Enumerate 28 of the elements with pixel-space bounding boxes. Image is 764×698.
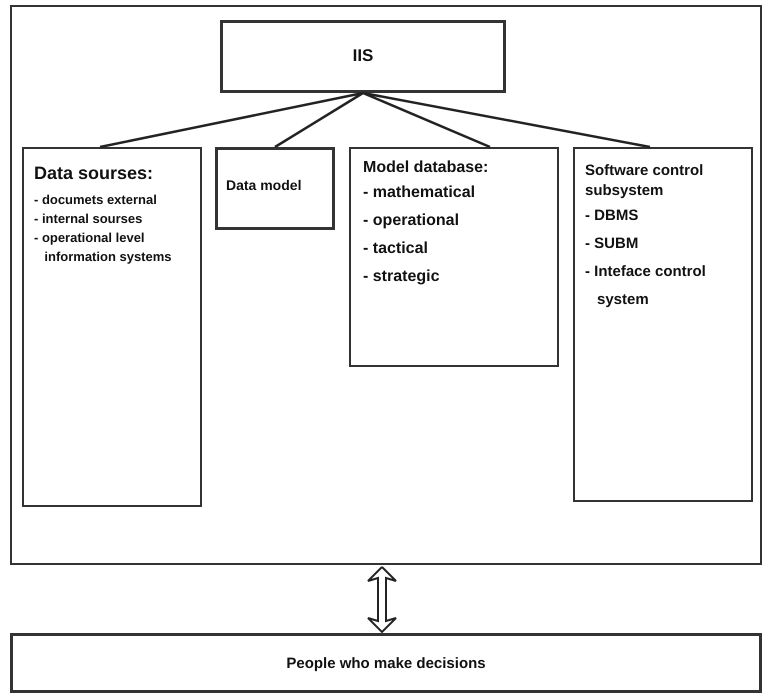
- list-item: - DBMS: [585, 206, 640, 226]
- connector-line: [362, 92, 650, 148]
- list-item: - strategic: [363, 266, 440, 287]
- list-item: - mathematical: [363, 182, 476, 203]
- list-item: - internal sourses: [34, 210, 144, 228]
- double-arrow: [367, 566, 397, 634]
- list-item: - tactical: [363, 238, 429, 259]
- list-item: - documets external: [34, 191, 158, 210]
- heading: People who make decisions: [285, 654, 487, 674]
- component-box: [22, 147, 202, 507]
- heading: Software control subsystem: [585, 161, 704, 202]
- list-item: - SUBM: [585, 234, 640, 254]
- container-box: [10, 5, 762, 565]
- list-item: - operational level information systems: [34, 228, 173, 266]
- component-box: [349, 147, 559, 367]
- connector-line: [100, 92, 364, 148]
- heading: Data model: [226, 176, 302, 195]
- system-box: [220, 20, 506, 93]
- connector-line: [362, 92, 490, 148]
- heading: IIS: [352, 45, 374, 67]
- connector-line: [274, 92, 364, 148]
- component-box: [215, 147, 335, 230]
- list-item: - operational: [363, 210, 460, 231]
- component-box: [573, 147, 753, 502]
- list-item: - Inteface control system: [585, 262, 707, 310]
- heading: Data sourses:: [34, 162, 154, 185]
- decision-makers-box: [10, 633, 762, 693]
- heading: Model database:: [363, 158, 490, 178]
